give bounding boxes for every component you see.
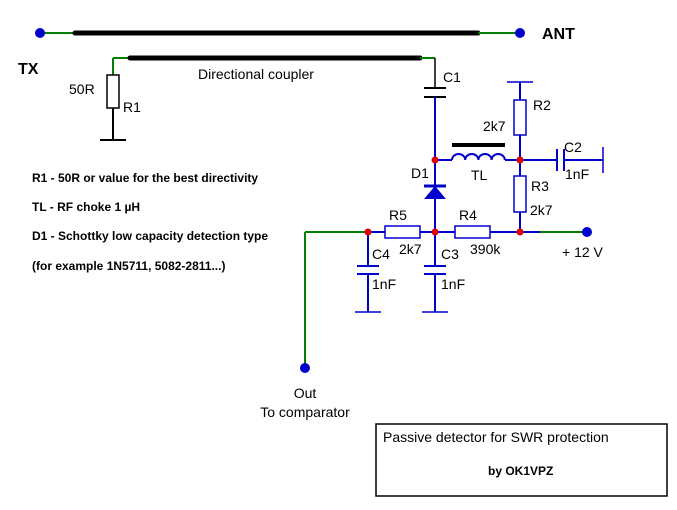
r5-resistor: [384, 225, 421, 239]
tx-terminal: [35, 28, 45, 38]
c4-value-label: 1nF: [372, 276, 396, 292]
c2-label: C2: [564, 139, 582, 155]
note-d1: D1 - Schottky low capacity detection typ…: [32, 229, 268, 243]
title-text: Passive detector for SWR protection: [383, 429, 609, 445]
d1-diode: [424, 160, 446, 232]
d1-label: D1: [411, 165, 429, 181]
c3-capacitor: [422, 232, 448, 313]
tx-label: TX: [18, 61, 39, 78]
r5-value-label: 2k7: [399, 241, 422, 257]
r2-resistor: [507, 81, 533, 176]
title-box: Passive detector for SWR protection by O…: [375, 423, 668, 497]
r2-value-label: 2k7: [483, 118, 506, 134]
supply-label: + 12 V: [562, 244, 604, 260]
r3-resistor: [513, 175, 527, 232]
out-terminal: [300, 363, 310, 373]
junction-dot: [364, 228, 372, 236]
r1-resistor: [100, 58, 126, 141]
r4-label: R4: [459, 207, 477, 223]
r1-value-label: 50R: [69, 81, 95, 97]
c2-value-label: 1nF: [565, 166, 589, 182]
tl-choke: [435, 143, 520, 161]
c3-label: C3: [441, 246, 459, 262]
note-r1: R1 - 50R or value for the best directivi…: [32, 171, 258, 185]
note-tl: TL - RF choke 1 µH: [32, 200, 140, 214]
junction-dot: [431, 156, 439, 164]
detector-bus: [305, 225, 592, 239]
r5-label: R5: [389, 207, 407, 223]
r4-resistor: [454, 225, 491, 239]
r4-value-label: 390k: [470, 241, 501, 257]
out-label: Out: [294, 385, 317, 401]
ant-terminal: [515, 28, 525, 38]
supply-terminal: [582, 227, 592, 237]
author-text: by OK1VPZ: [488, 464, 553, 478]
c4-label: C4: [372, 246, 390, 262]
c3-value-label: 1nF: [441, 276, 465, 292]
junction-dot: [516, 228, 524, 236]
output-wire: [300, 232, 310, 373]
c1-label: C1: [443, 69, 461, 85]
ant-label: ANT: [542, 26, 575, 43]
note-example: (for example 1N5711, 5082-2811...): [32, 259, 225, 273]
c4-capacitor: [355, 232, 381, 313]
r1-label: R1: [123, 99, 141, 115]
r2-label: R2: [533, 97, 551, 113]
out-sub-label: To comparator: [260, 404, 350, 420]
r3-value-label: 2k7: [530, 202, 553, 218]
tl-label: TL: [471, 167, 488, 183]
c1-capacitor: [424, 58, 446, 160]
junction-dot: [516, 156, 524, 164]
junction-dot: [431, 228, 439, 236]
r3-label: R3: [531, 178, 549, 194]
coupler-label: Directional coupler: [198, 66, 314, 82]
c2-capacitor: [520, 147, 604, 173]
main-line: [35, 28, 525, 38]
